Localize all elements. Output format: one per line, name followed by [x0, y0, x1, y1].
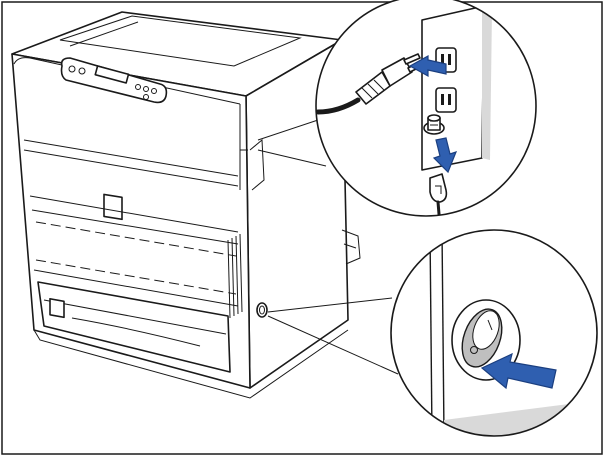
panel-button — [68, 65, 76, 73]
paper-drawer — [37, 281, 231, 373]
panel-button — [78, 67, 86, 75]
callout-power-switch — [390, 229, 598, 437]
callout-leader-top — [257, 119, 327, 167]
lower-socket — [435, 87, 457, 113]
panel-button — [143, 94, 149, 100]
display-window — [94, 65, 130, 84]
unplug-arrow — [408, 54, 447, 78]
power-plug — [316, 53, 423, 115]
front-cover-handle — [103, 193, 123, 221]
callout-leader-bottom — [267, 297, 399, 375]
ground-disconnect-arrow — [432, 137, 458, 174]
control-panel — [60, 57, 168, 104]
printer-power-switch — [256, 302, 268, 318]
rocker-switch — [461, 308, 503, 368]
panel-button — [143, 86, 149, 92]
printer — [11, 11, 361, 399]
panel-button — [151, 88, 157, 94]
ground-wire — [429, 173, 448, 216]
side-vents — [227, 233, 243, 319]
power-cord — [316, 97, 361, 115]
press-switch-arrow — [480, 352, 557, 390]
panel-button — [135, 84, 141, 90]
ground-terminal — [423, 114, 445, 135]
drawer-handle — [49, 298, 65, 319]
callout-power-outlet — [315, 0, 537, 217]
